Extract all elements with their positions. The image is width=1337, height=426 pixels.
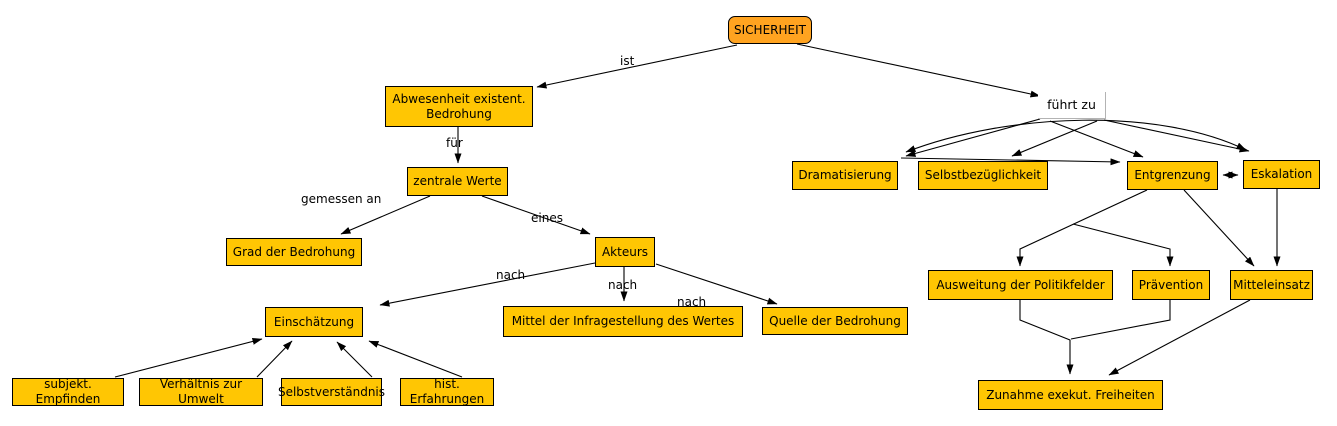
node-eskalation[interactable]: Eskalation: [1243, 160, 1320, 189]
edge-label-eines: eines: [531, 211, 563, 225]
edge-fuehrtzu-entgrenzung: [1049, 120, 1144, 158]
node-quelle-der-bedrohung[interactable]: Quelle der Bedrohung: [762, 307, 908, 335]
edge-label-gemessen-an: gemessen an: [301, 192, 382, 206]
edge-subjekt-einschaetzung: [114, 337, 263, 378]
edge-label-ist: ist: [620, 54, 635, 68]
node-dramatisierung[interactable]: Dramatisierung: [792, 161, 898, 190]
node-praevention[interactable]: Prävention: [1132, 270, 1210, 300]
edge-akteurs-nach-quelle: [655, 263, 778, 305]
node-sicherheit[interactable]: SICHERHEIT: [728, 16, 812, 44]
node-verhaeltnis-zur-umwelt[interactable]: Verhältnis zur Umwelt: [139, 377, 263, 406]
edge-entgrenzung-ausweitung: [1016, 189, 1148, 267]
edge-sicherheit-ist-abwesenheit: [536, 44, 738, 89]
edge-fuehrtzu-eskalation: [1103, 119, 1250, 153]
node-subjekt-empfinden[interactable]: subjekt. Empfinden: [12, 377, 124, 406]
edge-arc-dramatisierung-eskalation: [905, 119, 1247, 153]
edge-mitteleinsatz-zunahme: [1108, 299, 1251, 376]
node-akteurs[interactable]: Akteurs: [595, 237, 655, 267]
node-zunahme-exekut-freiheiten[interactable]: Zunahme exekut. Freiheiten: [978, 380, 1163, 410]
edge-label-fuer: für: [446, 136, 463, 150]
node-hist-erfahrungen[interactable]: hist. Erfahrungen: [400, 377, 494, 406]
edge-hist-einschaetzung: [368, 340, 463, 378]
edge-akteurs-nach-einschaetzung: [379, 262, 596, 307]
node-entgrenzung[interactable]: Entgrenzung: [1127, 161, 1218, 190]
edge-fuehrtzu-selbstbezueglichkeit: [1011, 120, 1098, 157]
node-zentrale-werte[interactable]: zentrale Werte: [407, 167, 508, 196]
edge-label-nach-mittel: nach: [608, 278, 638, 292]
edge-dramatisierung-entgrenzung: [900, 157, 1121, 166]
node-selbstverstaendnis[interactable]: Selbstverständnis: [278, 378, 385, 406]
edge-label-nach-einschaetzung: nach: [496, 268, 526, 282]
edge-sicherheit-fuehrtzu: [796, 43, 1041, 98]
edge-verhaeltnis-einschaetzung: [256, 340, 293, 378]
node-abwesenheit-existent-bedrohung[interactable]: Abwesenheit existent. Bedrohung: [385, 86, 533, 127]
edge-entgrenzung-mitteleinsatz: [1183, 189, 1255, 267]
edge-zentralewerte-gemessen-grad: [340, 195, 431, 235]
node-einschaetzung[interactable]: Einschätzung: [265, 307, 363, 337]
node-selbstbezueglichkeit[interactable]: Selbstbezüglichkeit: [918, 161, 1048, 190]
edge-entgrenzung-praevention: [1072, 223, 1174, 267]
link-label-fuehrt-zu: führt zu: [1038, 92, 1106, 119]
node-mitteleinsatz[interactable]: Mitteleinsatz: [1230, 270, 1313, 300]
node-ausweitung-der-politikfelder[interactable]: Ausweitung der Politikfelder: [928, 270, 1113, 300]
edge-selbstverstaendnis-einschaetzung: [336, 341, 373, 378]
edge-label-nach-quelle: nach: [677, 295, 707, 309]
node-mittel-der-infragestellung[interactable]: Mittel der Infragestellung des Wertes: [503, 306, 743, 337]
node-grad-der-bedrohung[interactable]: Grad der Bedrohung: [226, 238, 362, 266]
edge-ausweitung-zunahme: [1019, 300, 1074, 375]
edge-praevention-zunahme: [1070, 300, 1171, 340]
edge-zentralewerte-eines-akteurs: [481, 195, 591, 235]
